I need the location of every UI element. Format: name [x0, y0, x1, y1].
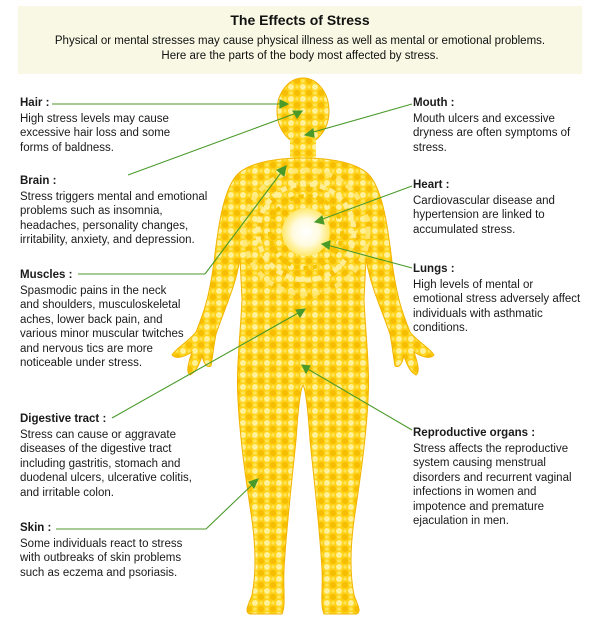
callout-skin-title: Skin :	[20, 522, 52, 534]
callout-brain-title: Brain :	[20, 175, 57, 187]
callout-reproductive-title: Reproductive organs :	[413, 427, 536, 439]
callout-hair: Hair : High stress levels may cause exce…	[20, 96, 195, 155]
callout-lungs-title: Lungs :	[413, 263, 455, 275]
callout-muscles: Muscles : Spasmodic pains in the neck an…	[20, 268, 188, 371]
heart-glow	[282, 208, 330, 256]
callout-muscles-title: Muscles :	[20, 269, 73, 281]
callout-mouth-title: Mouth :	[413, 97, 455, 109]
leader-lines	[52, 99, 413, 530]
callout-muscles-text: Spasmodic pains in the neck and shoulder…	[20, 284, 184, 370]
header-panel: The Effects of Stress Physical or mental…	[18, 6, 582, 74]
callout-mouth-text: Mouth ulcers and excessive dryness are o…	[413, 112, 571, 154]
callout-skin: Skin : Some individuals react to stress …	[20, 521, 190, 580]
callout-brain: Brain : Stress triggers mental and emoti…	[20, 174, 220, 248]
callout-lungs-text: High levels of mental or emotional stres…	[413, 278, 581, 335]
callout-brain-text: Stress triggers mental and emotional pro…	[20, 190, 208, 247]
intro-text: Physical or mental stresses may cause ph…	[54, 35, 546, 62]
page-title: The Effects of Stress	[230, 12, 370, 28]
callout-mouth: Mouth : Mouth ulcers and excessive dryne…	[413, 96, 583, 155]
callout-heart: Heart : Cardiovascular disease and hyper…	[413, 178, 583, 237]
callout-reproductive-text: Stress affects the reproductive system c…	[413, 442, 572, 528]
callout-heart-title: Heart :	[413, 179, 450, 191]
callout-lungs: Lungs : High levels of mental or emotion…	[413, 262, 583, 336]
callout-hair-text: High stress levels may cause excessive h…	[20, 112, 171, 154]
callout-hair-title: Hair :	[20, 97, 50, 109]
callout-digestive-tract: Digestive tract : Stress can cause or ag…	[20, 412, 210, 500]
callout-skin-text: Some individuals react to stress with ou…	[20, 537, 183, 579]
callout-heart-text: Cardiovascular disease and hypertension …	[413, 194, 555, 236]
callout-digestive-text: Stress can cause or aggravate diseases o…	[20, 428, 192, 499]
body-silhouette	[171, 77, 435, 615]
callout-digestive-title: Digestive tract :	[20, 413, 107, 425]
callout-reproductive-organs: Reproductive organs : Stress affects the…	[413, 426, 588, 529]
